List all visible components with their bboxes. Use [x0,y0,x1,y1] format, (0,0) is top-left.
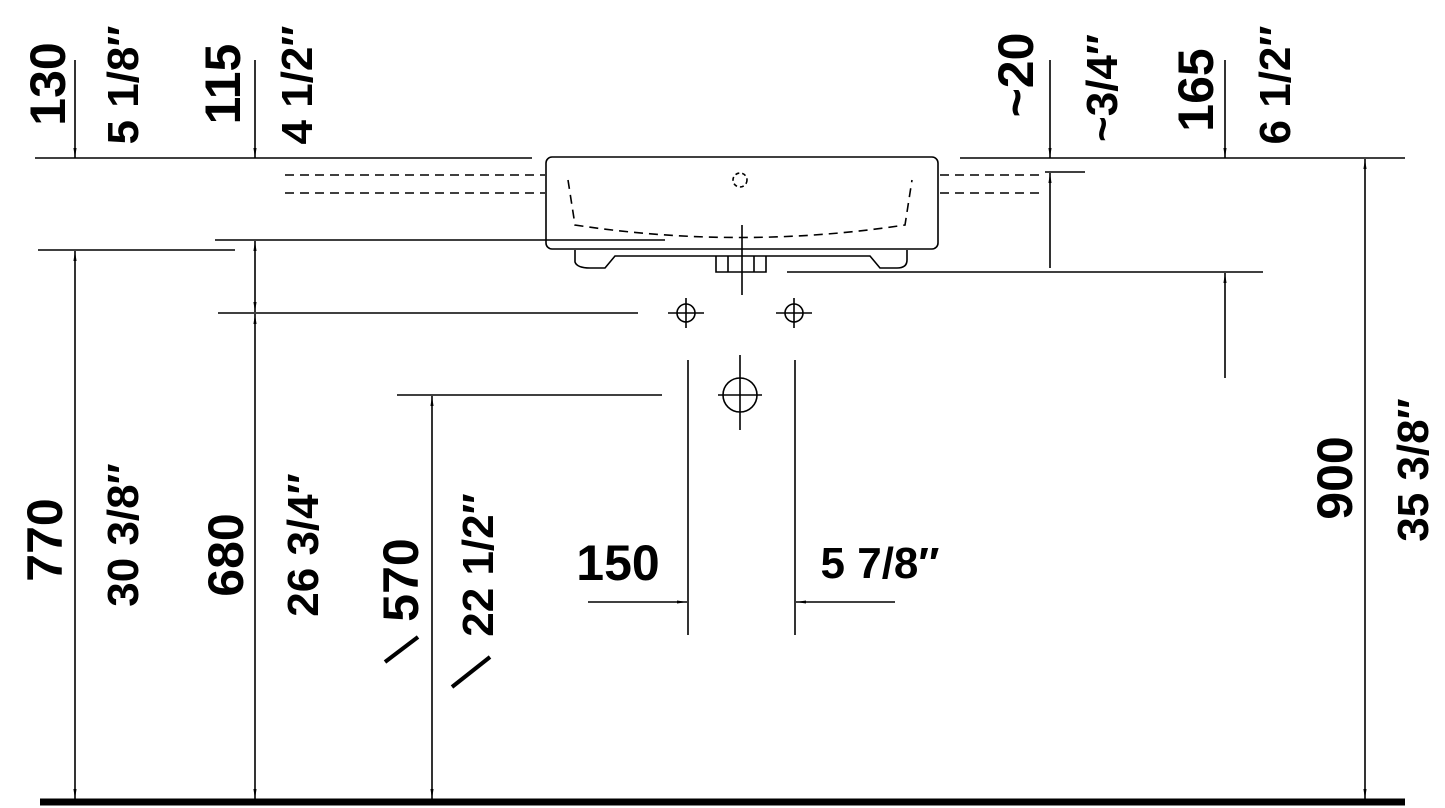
label-165-in: 6 1/2″ [1251,26,1300,145]
label-770-in: 30 3/8″ [99,463,148,606]
label-570-mm: 570 [373,538,429,621]
label-680-mm: 680 [198,513,254,596]
connection-points [668,298,812,430]
dimension-labels: 130 5 1/8″ 115 4 1/2″ ~20 ~3/4″ 165 6 1/… [17,26,1438,637]
label-150-mm: 150 [576,535,659,591]
label-770-mm: 770 [17,498,73,581]
label-20-mm: ~20 [988,33,1044,118]
label-680-in: 26 3/4″ [279,473,328,616]
dimension-arrows [75,60,1365,799]
reference-lines [35,157,1405,806]
washbasin-outline [545,156,939,295]
label-900-mm: 900 [1307,436,1363,519]
label-165-mm: 165 [1168,48,1224,131]
label-150-in: 5 7/8″ [821,539,940,588]
label-570-in: 22 1/2″ [454,493,503,636]
label-115-in: 4 1/2″ [273,26,322,145]
label-900-in: 35 3/8″ [1389,398,1438,541]
label-130-in: 5 1/8″ [99,26,148,145]
label-115-mm: 115 [195,44,251,125]
label-130-mm: 130 [20,42,76,125]
overflow-icon [732,172,748,188]
label-20-in: ~3/4″ [1078,34,1127,142]
